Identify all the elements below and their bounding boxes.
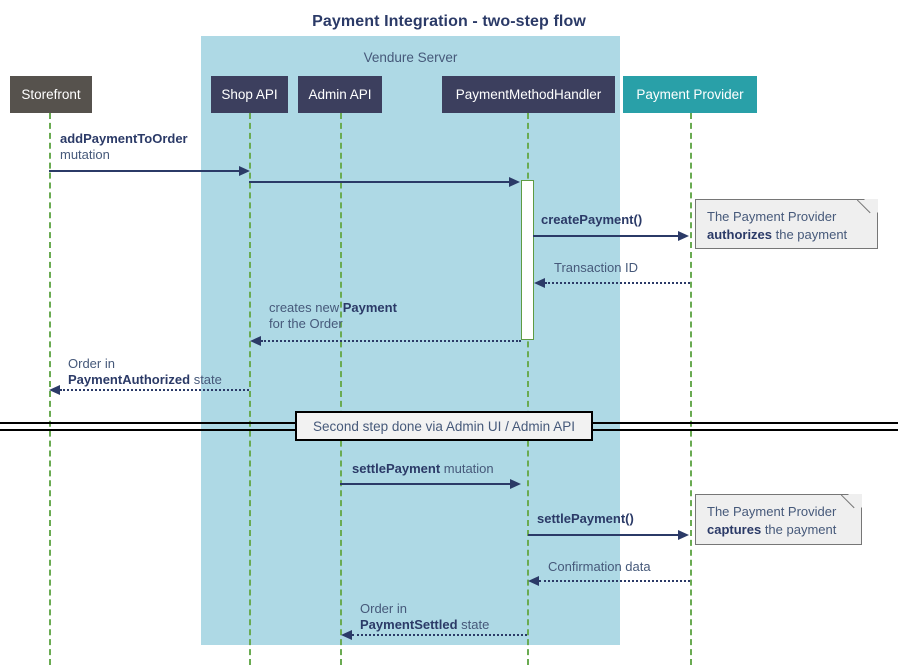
message-label-line-2-plain: state xyxy=(190,372,222,387)
note-line-2-plain: the payment xyxy=(761,522,837,537)
message-label-plain: mutation xyxy=(440,461,494,476)
arrowhead-left-icon xyxy=(341,630,352,640)
message-arrow-order-payment-authorized xyxy=(60,389,249,391)
message-label-line-1: Order in xyxy=(360,601,407,616)
note-fold-icon xyxy=(848,494,862,508)
message-label-plain: Confirmation data xyxy=(548,559,651,574)
message-label-transaction-id: Transaction ID xyxy=(554,260,638,276)
message-label-line-2: PaymentSettled state xyxy=(360,617,489,633)
message-label-line-1-plain: creates new xyxy=(269,300,343,315)
diagram-title: Payment Integration - two-step flow xyxy=(312,13,586,30)
message-label-bold: createPayment() xyxy=(541,212,643,227)
arrowhead-right-icon xyxy=(239,166,250,176)
message-label-bold: settlePayment() xyxy=(537,511,634,526)
message-label-line-1: Order in xyxy=(68,356,115,371)
message-label-confirmation-data: Confirmation data xyxy=(548,559,651,575)
lifeline-admin-api xyxy=(340,113,342,665)
note-line-2: authorizes the payment xyxy=(707,226,867,244)
message-label-order-payment-settled: Order in PaymentSettled state xyxy=(360,601,489,633)
note-line-1: The Payment Provider xyxy=(707,504,837,519)
message-label-line-1: creates new Payment xyxy=(269,300,397,316)
arrowhead-left-icon xyxy=(534,278,545,288)
lifeline-payment-provider xyxy=(690,113,692,665)
message-arrow-settle-payment-mutation xyxy=(340,483,512,485)
message-arrow-settle-payment-call xyxy=(528,534,679,536)
message-arrow-add-payment-to-order xyxy=(49,170,241,172)
note-line-2-plain: the payment xyxy=(772,227,848,242)
arrowhead-right-icon xyxy=(509,177,520,187)
divider-box-second-step: Second step done via Admin UI / Admin AP… xyxy=(295,411,593,441)
lifeline-shop-api xyxy=(249,113,251,665)
note-authorizes: The Payment Provider authorizes the paym… xyxy=(695,199,878,249)
participant-payment-provider[interactable]: Payment Provider xyxy=(623,76,757,113)
message-label-line-1: settlePayment mutation xyxy=(352,461,494,477)
message-arrow-order-payment-settled xyxy=(352,634,527,636)
note-fold-icon xyxy=(864,199,878,213)
message-label-line-2: for the Order xyxy=(269,316,343,331)
arrowhead-right-icon xyxy=(678,231,689,241)
participant-admin-api[interactable]: Admin API xyxy=(298,76,382,113)
arrowhead-right-icon xyxy=(510,479,521,489)
lifeline-payment-method-handler xyxy=(527,113,529,665)
message-label-line-2-plain: state xyxy=(457,617,490,632)
activation-bar-payment-method-handler xyxy=(521,180,534,340)
note-line-1: The Payment Provider xyxy=(707,209,837,224)
message-arrow-transaction-id xyxy=(545,282,690,284)
participant-shop-api[interactable]: Shop API xyxy=(211,76,288,113)
message-label-bold: settlePayment xyxy=(352,461,441,476)
message-label-settle-payment-mutation: settlePayment mutation xyxy=(352,461,494,477)
message-label-creates-new-payment: creates new Payment for the Order xyxy=(269,300,397,332)
message-label-create-payment: createPayment() xyxy=(541,212,642,228)
message-label-line-2-bold: PaymentAuthorized xyxy=(68,372,191,387)
message-label-order-payment-authorized: Order in PaymentAuthorized state xyxy=(68,356,222,388)
message-arrow-creates-new-payment xyxy=(261,340,521,342)
message-arrow-confirmation-data xyxy=(539,580,690,582)
message-label-line-1-bold: Payment xyxy=(342,300,397,315)
participant-payment-method-handler[interactable]: PaymentMethodHandler xyxy=(442,76,615,113)
arrowhead-left-icon xyxy=(49,385,60,395)
message-label-line-2: PaymentAuthorized state xyxy=(68,372,222,388)
arrowhead-left-icon xyxy=(528,576,539,586)
message-label-add-payment-to-order: addPaymentToOrder mutation xyxy=(60,131,188,163)
participant-storefront[interactable]: Storefront xyxy=(10,76,92,113)
note-captures: The Payment Provider captures the paymen… xyxy=(695,494,862,545)
message-label-plain: Transaction ID xyxy=(554,260,639,275)
message-label-settle-payment-call: settlePayment() xyxy=(537,511,634,527)
message-arrow-shop-api-to-handler xyxy=(249,181,511,183)
message-arrow-create-payment xyxy=(533,235,679,237)
arrowhead-left-icon xyxy=(250,336,261,346)
arrowhead-right-icon xyxy=(678,530,689,540)
message-label-plain: mutation xyxy=(60,147,110,162)
group-label-vendure-server: Vendure Server xyxy=(363,50,458,65)
message-label-line-2-bold: PaymentSettled xyxy=(360,617,458,632)
note-line-2: captures the payment xyxy=(707,521,851,539)
note-line-2-bold: authorizes xyxy=(707,227,773,242)
note-line-2-bold: captures xyxy=(707,522,762,537)
message-label-bold: addPaymentToOrder xyxy=(60,131,188,146)
